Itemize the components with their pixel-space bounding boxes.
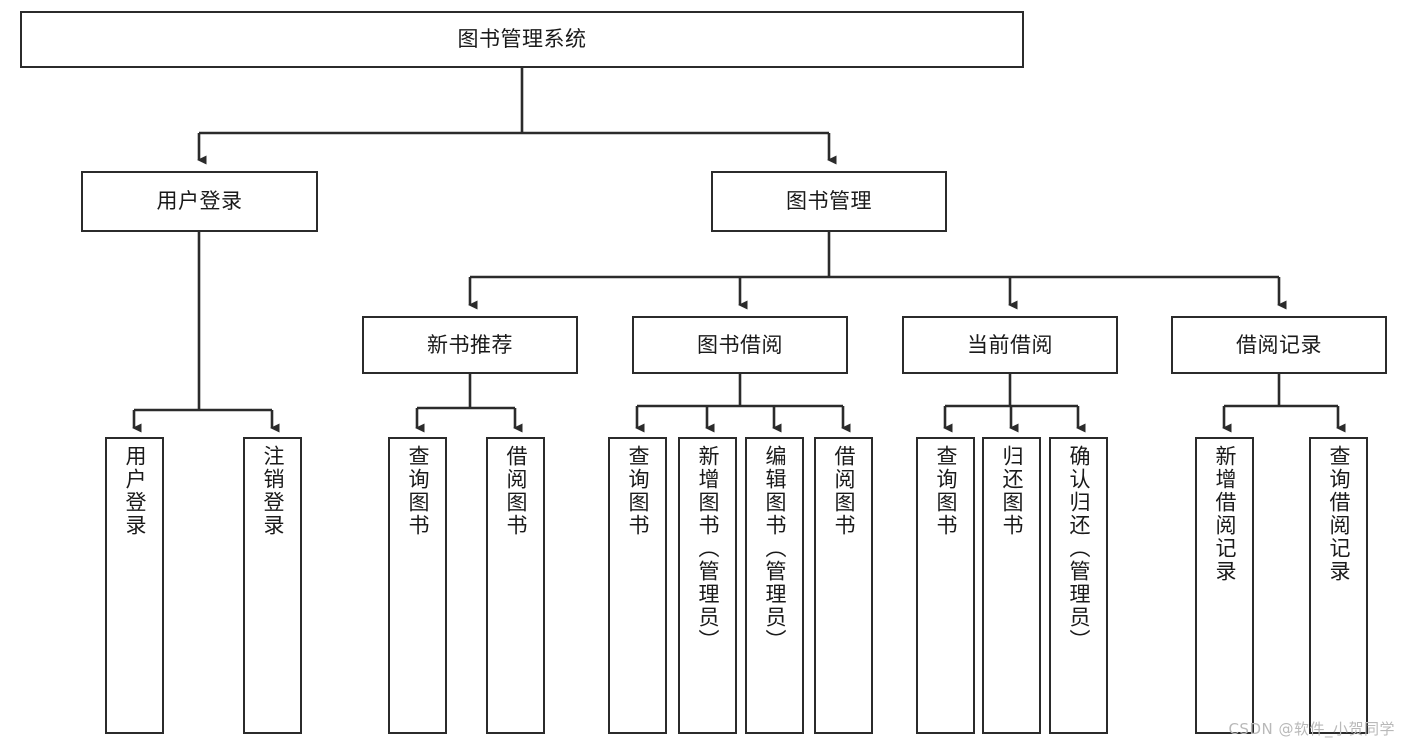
node-leaf-confirm-return[interactable]: 确认归还（管理员） xyxy=(1049,437,1108,734)
node-borrow-record[interactable]: 借阅记录 xyxy=(1171,316,1387,374)
node-leaf-edit-book[interactable]: 编辑图书（管理员） xyxy=(745,437,804,734)
node-leaf-query-book-2[interactable]: 查询图书 xyxy=(608,437,667,734)
node-leaf-add-book[interactable]: 新增图书（管理员） xyxy=(678,437,737,734)
node-borrow-record-label: 借阅记录 xyxy=(1236,332,1322,357)
node-leaf-query-book-2-label: 查询图书 xyxy=(626,445,650,537)
node-leaf-query-book-3-label: 查询图书 xyxy=(934,445,958,537)
node-book-manage[interactable]: 图书管理 xyxy=(711,171,947,232)
node-leaf-user-login-label: 用户登录 xyxy=(123,445,147,537)
node-user-login[interactable]: 用户登录 xyxy=(81,171,318,232)
node-current-borrow-label: 当前借阅 xyxy=(967,332,1053,357)
node-leaf-query-book-1-label: 查询图书 xyxy=(406,445,430,537)
node-leaf-edit-book-label: 编辑图书（管理员） xyxy=(763,445,787,652)
node-leaf-borrow-book-1-label: 借阅图书 xyxy=(504,445,528,537)
node-leaf-query-book-3[interactable]: 查询图书 xyxy=(916,437,975,734)
node-leaf-logout[interactable]: 注销登录 xyxy=(243,437,302,734)
node-leaf-query-book-1[interactable]: 查询图书 xyxy=(388,437,447,734)
node-leaf-return-book-label: 归还图书 xyxy=(1000,445,1024,537)
node-book-manage-label: 图书管理 xyxy=(786,189,872,214)
node-leaf-query-record[interactable]: 查询借阅记录 xyxy=(1309,437,1368,734)
node-leaf-borrow-book-1[interactable]: 借阅图书 xyxy=(486,437,545,734)
node-root[interactable]: 图书管理系统 xyxy=(20,11,1024,68)
node-leaf-borrow-book-2[interactable]: 借阅图书 xyxy=(814,437,873,734)
node-leaf-logout-label: 注销登录 xyxy=(261,445,285,537)
node-leaf-add-book-label: 新增图书（管理员） xyxy=(696,445,720,652)
node-book-borrow-label: 图书借阅 xyxy=(697,332,783,357)
node-book-borrow[interactable]: 图书借阅 xyxy=(632,316,848,374)
node-leaf-add-record-label: 新增借阅记录 xyxy=(1213,445,1237,583)
node-current-borrow[interactable]: 当前借阅 xyxy=(902,316,1118,374)
node-user-login-label: 用户登录 xyxy=(156,189,243,214)
node-leaf-user-login[interactable]: 用户登录 xyxy=(105,437,164,734)
node-new-book-recommend[interactable]: 新书推荐 xyxy=(362,316,578,374)
node-leaf-confirm-return-label: 确认归还（管理员） xyxy=(1067,445,1091,652)
node-leaf-query-record-label: 查询借阅记录 xyxy=(1327,445,1351,583)
node-leaf-return-book[interactable]: 归还图书 xyxy=(982,437,1041,734)
node-root-label: 图书管理系统 xyxy=(457,27,587,52)
node-new-book-recommend-label: 新书推荐 xyxy=(427,332,513,357)
node-leaf-add-record[interactable]: 新增借阅记录 xyxy=(1195,437,1254,734)
node-leaf-borrow-book-2-label: 借阅图书 xyxy=(832,445,856,537)
csdn-watermark: CSDN @软件_小贺同学 xyxy=(1228,720,1395,738)
